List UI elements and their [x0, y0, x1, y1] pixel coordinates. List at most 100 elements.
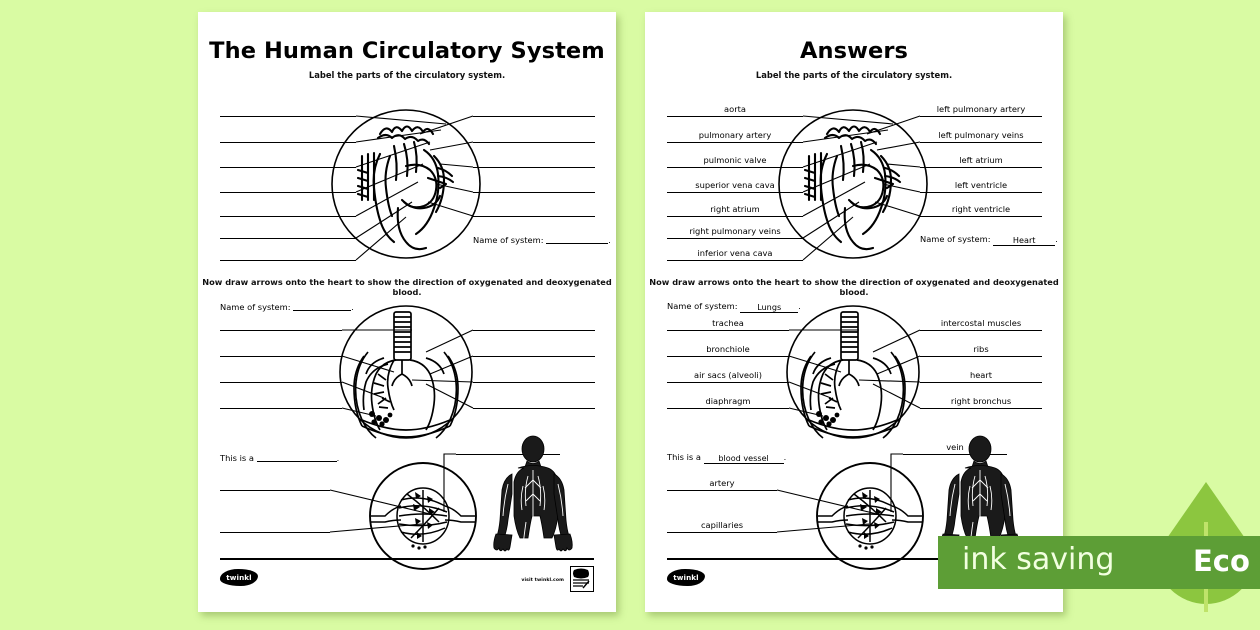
answers-heart-rule-left-1[interactable] — [667, 116, 803, 117]
twinkl-logo-shape — [220, 569, 258, 586]
answers-heart-label-right-5: right ventricle — [951, 204, 1011, 214]
heart-rule-left-3[interactable] — [220, 167, 356, 168]
answers-heart-name-of-system-field[interactable]: Name of system: Heart. — [920, 234, 1058, 246]
heart-rule-left-4[interactable] — [220, 192, 356, 193]
lungs-rule-right-3[interactable] — [473, 382, 595, 383]
answers-vessel-this-is-a-input[interactable]: blood vessel — [703, 454, 784, 464]
answers-blood-vessel-diagram — [810, 460, 930, 572]
answers-vessel-rule-left-1[interactable] — [667, 490, 777, 491]
answers-lungs-rule-right-2[interactable] — [920, 356, 1042, 357]
heart-rule-left-2[interactable] — [220, 142, 356, 143]
heart-rule-right-1[interactable] — [473, 116, 595, 117]
heart-rule-left-7[interactable] — [220, 260, 356, 261]
blood-vessel-diagram — [363, 460, 483, 572]
lungs-name-of-system-field[interactable]: Name of system: . — [220, 301, 354, 312]
answers-lungs-rule-right-3[interactable] — [920, 382, 1042, 383]
lungs-rule-right-2[interactable] — [473, 356, 595, 357]
answers-heart-label-left-3: pulmonic valve — [703, 155, 767, 165]
answers-heart-label-left-1: aorta — [724, 104, 746, 114]
answers-heart-rule-right-5[interactable] — [920, 216, 1042, 217]
answers-heart-rule-right-4[interactable] — [920, 192, 1042, 193]
answers-vessel-rule-left-2[interactable] — [667, 532, 777, 533]
answers-heart-diagram — [765, 104, 941, 264]
lungs-rule-left-4[interactable] — [220, 408, 342, 409]
lungs-rule-left-3[interactable] — [220, 382, 342, 383]
answers-heart-label-right-4: left ventricle — [954, 180, 1008, 190]
answers-lungs-label-left-3: air sacs (alveoli) — [694, 370, 762, 380]
answers-heart-rule-left-7[interactable] — [667, 260, 803, 261]
answers-heart-rule-right-1[interactable] — [920, 116, 1042, 117]
answers-heart-rule-right-2[interactable] — [920, 142, 1042, 143]
answers-heart-rule-left-5[interactable] — [667, 216, 803, 217]
answers-vessel-label-left-1: artery — [709, 478, 735, 488]
lungs-field-period: . — [351, 302, 354, 312]
answers-heart-label-right-3: left atrium — [959, 155, 1003, 165]
heart-leader-lines — [355, 115, 474, 261]
vessel-rule-left-2[interactable] — [220, 532, 330, 533]
answers-heart-label-left-2: pulmonary artery — [698, 130, 772, 140]
answers-heart-rule-left-6[interactable] — [667, 238, 803, 239]
answers-lungs-rule-right-4[interactable] — [920, 408, 1042, 409]
answers-vessel-this-is-a-field[interactable]: This is a blood vessel. — [667, 452, 786, 464]
answers-lungs-name-of-system-input[interactable]: Lungs — [740, 303, 799, 313]
answers-lungs-label-right-2: ribs — [973, 344, 989, 354]
lungs-rule-left-1[interactable] — [220, 330, 342, 331]
twinkl-logo[interactable]: twinkl — [220, 569, 258, 586]
answers-lungs-rule-left-2[interactable] — [667, 356, 789, 357]
answers-lungs-rule-left-3[interactable] — [667, 382, 789, 383]
answers-lungs-rule-left-1[interactable] — [667, 330, 789, 331]
heart-rule-left-6[interactable] — [220, 238, 356, 239]
answers-page[interactable]: Answers Label the parts of the circulato… — [645, 12, 1063, 612]
answers-lungs-rule-left-4[interactable] — [667, 408, 789, 409]
answers-lungs-label-right-4: right bronchus — [950, 396, 1012, 406]
vessel-rule-left-1[interactable] — [220, 490, 330, 491]
heart-field-period: . — [608, 235, 611, 245]
answers-heart-name-of-system-prompt: Name of system: — [920, 234, 991, 244]
answers-vessel-label-left-2: capillaries — [700, 520, 744, 530]
answers-heart-name-of-system-input[interactable]: Heart — [993, 236, 1056, 246]
answers-arrows-instruction: Now draw arrows onto the heart to show t… — [649, 277, 1059, 297]
ink-saving-label: ink saving — [962, 542, 1115, 577]
answers-heart-rule-left-2[interactable] — [667, 142, 803, 143]
answers-page-title: Answers — [799, 38, 909, 64]
footer-divider — [220, 558, 594, 560]
vessel-this-is-a-input[interactable] — [256, 452, 337, 462]
lungs-rule-right-4[interactable] — [473, 408, 595, 409]
answers-heart-rule-left-3[interactable] — [667, 167, 803, 168]
answers-twinkl-logo[interactable]: twinkl — [667, 569, 705, 586]
answers-heart-rule-left-4[interactable] — [667, 192, 803, 193]
visit-twinkl-link[interactable]: visit twinkl.com — [521, 578, 564, 583]
answers-lungs-label-left-1: trachea — [712, 318, 744, 328]
heart-name-of-system-input[interactable] — [546, 234, 609, 244]
vessel-this-is-a-field[interactable]: This is a . — [220, 452, 339, 463]
twinkl-approved-badge — [570, 566, 594, 592]
answers-lungs-label-right-1: intercostal muscles — [940, 318, 1022, 328]
heart-rule-left-1[interactable] — [220, 116, 356, 117]
worksheet-page[interactable]: The Human Circulatory System Label the p… — [198, 12, 616, 612]
answers-heart-label-right-2: left pulmonary veins — [938, 130, 1024, 140]
vessel-rule-right-1[interactable] — [456, 454, 560, 455]
answers-lungs-name-of-system-field[interactable]: Name of system: Lungs. — [667, 301, 801, 313]
eco-badge: ink saving Eco — [938, 536, 1260, 589]
heart-rule-right-5[interactable] — [473, 216, 595, 217]
answers-vessel-rule-right-1[interactable] — [903, 454, 1007, 455]
heart-name-of-system-field[interactable]: Name of system: . — [473, 234, 611, 245]
heart-rule-left-5[interactable] — [220, 216, 356, 217]
answers-lungs-diagram — [773, 302, 933, 442]
heart-rule-right-2[interactable] — [473, 142, 595, 143]
heart-rule-right-3[interactable] — [473, 167, 595, 168]
answers-lungs-rule-right-1[interactable] — [920, 330, 1042, 331]
lungs-rule-right-1[interactable] — [473, 330, 595, 331]
lungs-diagram — [326, 302, 486, 442]
answers-twinkl-logo-shape — [667, 569, 705, 586]
lungs-name-of-system-input[interactable] — [293, 301, 352, 311]
answers-heart-label-left-5: right atrium — [710, 204, 760, 214]
lungs-rule-left-2[interactable] — [220, 356, 342, 357]
answers-heart-rule-right-3[interactable] — [920, 167, 1042, 168]
human-body-circulation-diagram — [490, 435, 576, 562]
answers-heart-label-left-4: superior vena cava — [695, 180, 775, 190]
heart-rule-right-4[interactable] — [473, 192, 595, 193]
page-title: The Human Circulatory System — [209, 38, 605, 64]
answers-lungs-name-of-system-prompt: Name of system: — [667, 301, 738, 311]
